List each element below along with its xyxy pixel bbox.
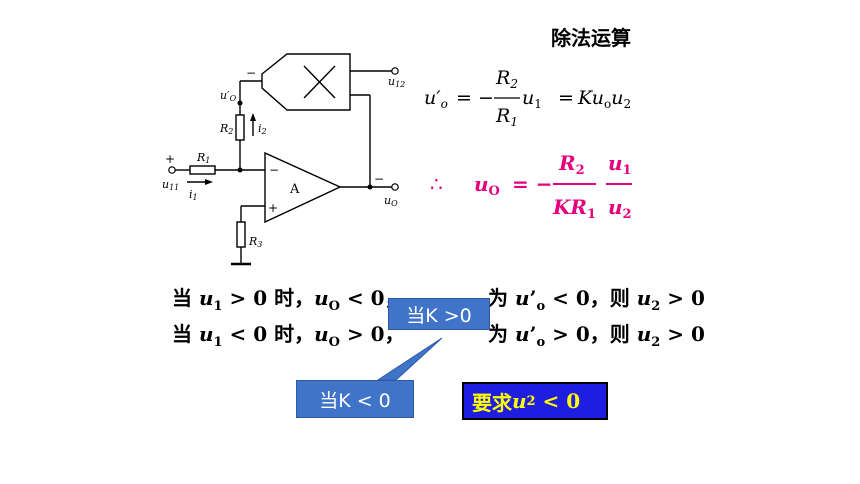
condition-line-1-part-a: 当 u1 > 0 时，uO < 0， (172, 286, 405, 314)
svg-text:= −: = − (512, 172, 552, 196)
multiplier-block (261, 53, 351, 111)
svg-text:u′o: u′o (424, 87, 448, 111)
svg-text:=: = (558, 87, 574, 109)
equation-division-result: ∴ uO = − R2 KR1 u1 u2 (430, 151, 632, 220)
divider-circuit-diagram: u12 u′O R2 i2 R1 u11 i1 A R3 uO − − + − … (162, 53, 405, 266)
svg-text:−: − (269, 163, 279, 177)
svg-text:−: − (374, 172, 384, 186)
op-amp (264, 151, 342, 224)
callout-k-positive: 当K >0 (388, 298, 490, 330)
label-uo: uO (384, 194, 398, 208)
label-a: A (289, 182, 300, 197)
svg-text:R1: R1 (495, 105, 518, 129)
label-i1: i1 (189, 188, 198, 202)
condition-line-2-part-b: 为 u’o > 0，则 u2 > 0 (488, 322, 705, 350)
resistor-r2 (235, 114, 245, 141)
svg-text:∴: ∴ (430, 172, 443, 196)
equation-multiplier: u′o = − R2 R1 u1 = Kuou2 (424, 67, 631, 129)
label-r1: R1 (196, 151, 210, 165)
svg-text:+: + (165, 152, 175, 166)
svg-text:KR1: KR1 (552, 195, 596, 220)
label-r3: R3 (248, 235, 262, 249)
svg-text:R2: R2 (558, 151, 585, 178)
label-u12: u12 (388, 75, 405, 89)
resistor-r3 (236, 221, 246, 248)
resistor-r1 (189, 165, 216, 175)
svg-text:= −: = − (456, 87, 494, 109)
label-i2: i2 (258, 122, 267, 136)
svg-text:R2: R2 (495, 67, 518, 91)
label-r2: R2 (219, 122, 233, 136)
svg-text:−: − (246, 66, 256, 80)
label-u11: u11 (162, 178, 179, 192)
svg-text:u2: u2 (608, 195, 632, 220)
condition-line-2-part-a: 当 u1 < 0 时，uO > 0， (172, 322, 405, 350)
slide-title: 除法运算 (551, 26, 631, 50)
callout-k-negative: 当K < 0 (296, 380, 414, 418)
label-uo-prime: u′O (220, 89, 237, 103)
svg-text:u1: u1 (522, 87, 542, 111)
svg-text:+: + (268, 201, 278, 215)
condition-line-1-part-b: 为 u’o < 0，则 u2 > 0 (488, 286, 705, 314)
svg-text:uO: uO (474, 172, 500, 199)
svg-text:Kuou2: Kuou2 (577, 87, 631, 111)
svg-text:u1: u1 (608, 151, 632, 178)
